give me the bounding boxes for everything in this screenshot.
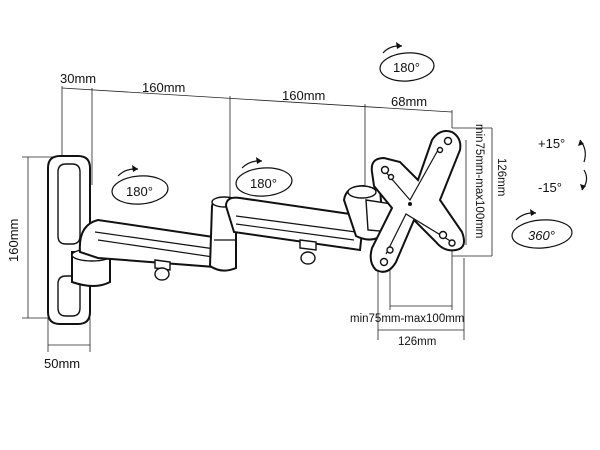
dim-126mm-vertical: 126mm: [495, 158, 507, 196]
dim-vesa-horizontal: min75mm-max100mm: [350, 313, 464, 325]
dim-160mm-height: 160mm: [6, 219, 21, 262]
rotation-indicators: [111, 42, 588, 249]
dim-50mm: 50mm: [44, 356, 80, 371]
tilt-up-label: +15°: [538, 136, 565, 151]
rotation-swivel: 360°: [528, 228, 555, 243]
dim-vesa-vertical: min75mm-max100mm: [473, 124, 485, 238]
tilt-down-label: -15°: [538, 180, 562, 195]
vesa-plate: [369, 130, 465, 273]
dim-126mm-horizontal: 126mm: [398, 336, 436, 348]
dim-68mm: 68mm: [391, 94, 427, 109]
dim-30mm: 30mm: [60, 71, 96, 86]
dimension-labels: 30mm 160mm 160mm 68mm 160mm 50mm min75mm…: [6, 71, 507, 371]
rotation-arm-left: 180°: [126, 184, 153, 199]
arm-second-segment: [224, 196, 364, 265]
wall-plate: [47, 155, 113, 325]
rotation-top-right: 180°: [393, 60, 420, 75]
dim-160mm-second: 160mm: [282, 88, 325, 103]
rotation-arm-middle: 180°: [250, 176, 277, 191]
dim-160mm-first: 160mm: [142, 80, 185, 95]
rotation-labels: 180° 180° 180° 360° +15° -15°: [126, 60, 565, 243]
dimension-lines: [22, 86, 493, 352]
